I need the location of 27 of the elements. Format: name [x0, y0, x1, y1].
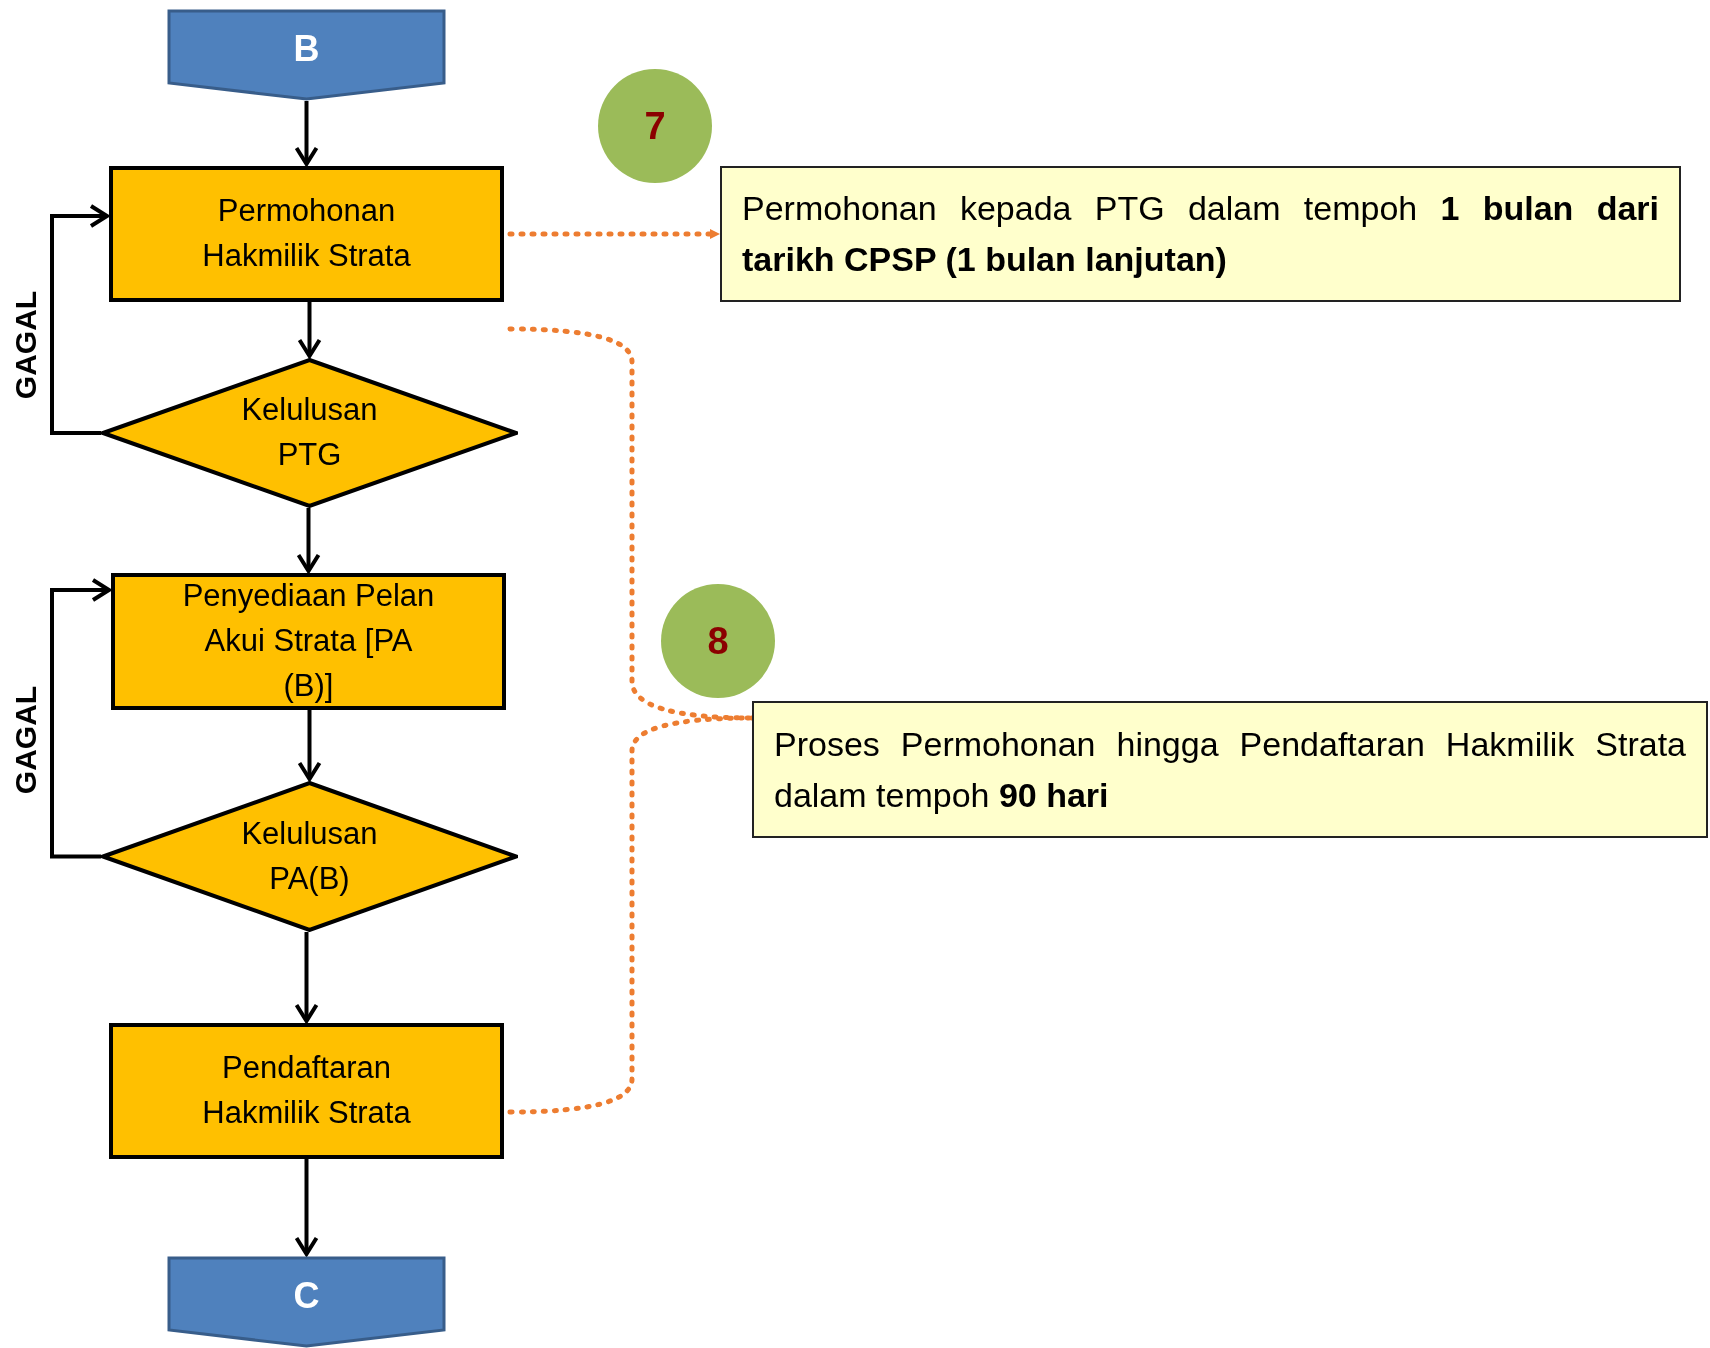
process-box [111, 573, 506, 710]
dotted-connector [507, 229, 721, 239]
step-number: 8 [707, 618, 729, 664]
arrow [294, 932, 319, 1023]
node-label: B [293, 27, 320, 71]
node-label: Kelulusan PA(B) [240, 814, 379, 898]
note-text: Permohonan kepada PTG dalam tempoh 1 bulan dari tarikh CPSP (1 bulan lanjutan) [742, 188, 1659, 280]
arrow [50, 578, 111, 859]
step-number: 7 [644, 103, 666, 149]
process-box [109, 1023, 504, 1159]
arrow [294, 1159, 319, 1256]
edge-label: GAGAL [11, 290, 41, 400]
arrow [50, 204, 109, 435]
node-label: Pendaftaran Hakmilik Strata [201, 1049, 412, 1132]
note-box [720, 166, 1681, 302]
note-box [752, 701, 1708, 838]
edge-label: GAGAL [11, 685, 41, 795]
node-label: C [293, 1274, 320, 1318]
note-text: Proses Permohonan hingga Pendaftaran Hakmilik Strata dalam tempoh 90 hari [774, 723, 1686, 816]
arrow [297, 302, 322, 358]
arrow [296, 508, 321, 573]
node-label: Permohonan Hakmilik Strata [201, 192, 412, 275]
node-label: Penyediaan Pelan Akui Strata [PA (B)] [181, 577, 436, 705]
process-box [109, 166, 504, 302]
arrow [297, 710, 322, 781]
node-label: Kelulusan PTG [240, 391, 379, 474]
arrow [294, 101, 319, 166]
